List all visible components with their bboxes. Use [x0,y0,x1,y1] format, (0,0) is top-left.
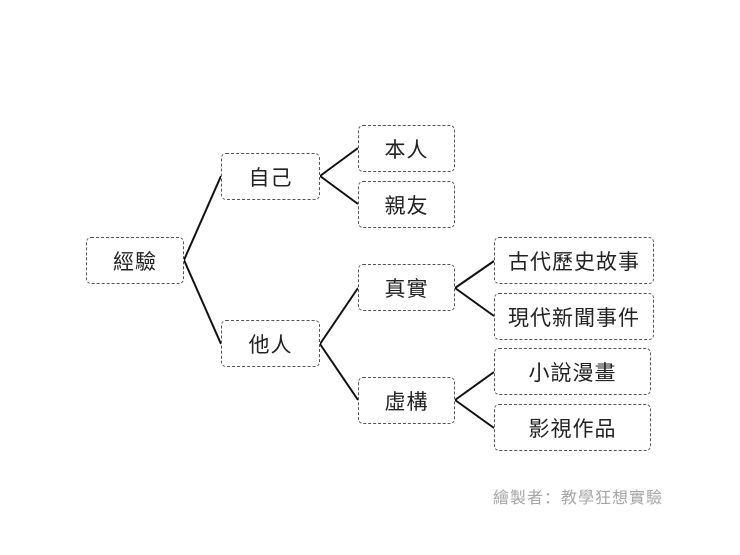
connector-others-real [319,287,359,345]
node-label: 小說漫畫 [528,360,617,385]
node-real: 真實 [358,264,455,311]
connector-others-fiction [319,343,359,401]
connector-fiction-film [454,399,495,429]
node-label: 他人 [248,332,293,357]
node-self-person: 本人 [358,125,455,172]
node-label: 虛構 [384,389,429,414]
node-fiction: 虛構 [358,377,455,424]
connector-real-ancient [454,260,495,289]
connector-root-others [183,259,222,345]
connector-fiction-novel [454,371,495,401]
node-label: 自己 [248,165,293,190]
node-others: 他人 [221,320,320,367]
node-fiction-novel: 小說漫畫 [494,348,651,395]
node-label: 真實 [384,276,429,301]
node-label: 現代新聞事件 [508,305,640,330]
connector-root-self [183,175,222,261]
node-self: 自己 [221,153,320,200]
node-label: 親友 [384,193,429,218]
node-root: 經驗 [86,237,184,284]
node-label: 經驗 [113,249,157,274]
connector-self-person [319,147,359,177]
node-self-friends: 親友 [358,181,455,228]
node-real-modern: 現代新聞事件 [494,293,654,340]
node-label: 影視作品 [528,416,617,441]
connector-real-modern [454,287,495,317]
node-label: 古代歷史故事 [508,249,640,274]
node-real-ancient: 古代歷史故事 [494,237,654,284]
node-fiction-film: 影視作品 [494,404,651,451]
connector-self-friends [319,175,359,205]
credit-text: 繪製者：教學狂想實驗 [492,488,663,507]
node-label: 本人 [384,137,429,162]
